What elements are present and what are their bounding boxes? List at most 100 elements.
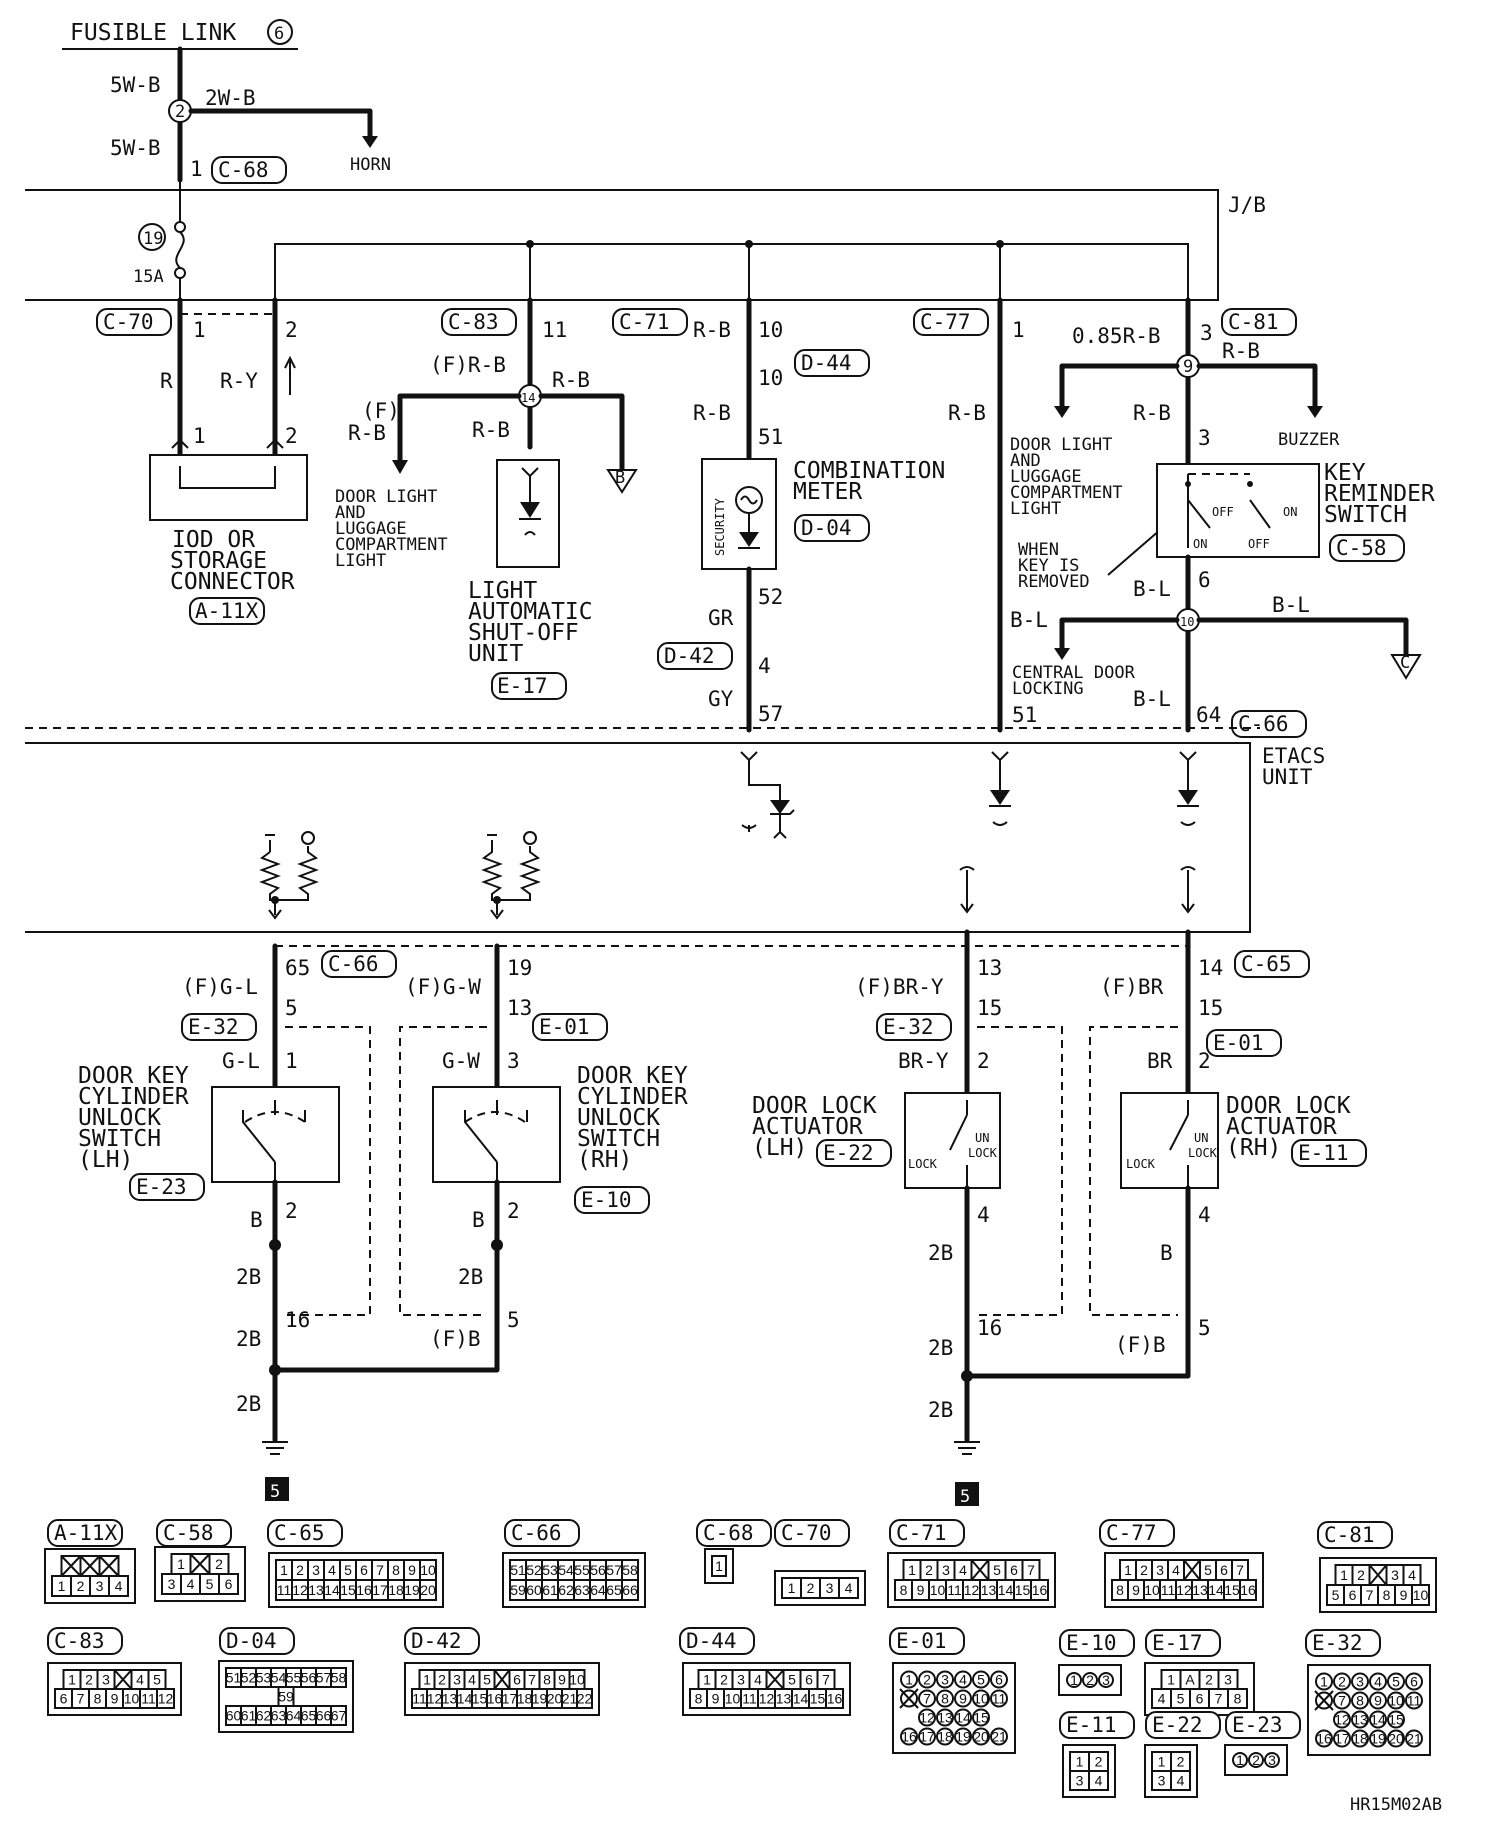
note-label: REMOVED (1018, 572, 1090, 592)
key-marker (113, 1669, 133, 1690)
pin-number: 51 (1012, 703, 1037, 727)
terminal-icon (991, 751, 1009, 762)
pin-label: 55 (574, 1562, 590, 1578)
pin-label: 15 (973, 1710, 989, 1726)
pin-label: 13 (1192, 1582, 1208, 1598)
pin-cavity (954, 1689, 972, 1708)
wire-label: R (160, 369, 173, 393)
connector-tag (876, 1013, 952, 1041)
connector-id: E-10 (581, 1188, 632, 1212)
pin-cavity (419, 1579, 437, 1601)
component-label: DOOR KEY (577, 1063, 688, 1089)
pin-label: 7 (528, 1672, 536, 1688)
wire-label: B-L (1272, 593, 1310, 617)
pin-number: 1 (193, 424, 206, 448)
switch-link (464, 1111, 526, 1123)
pin-label: 62 (256, 1708, 272, 1724)
pin-label: 58 (622, 1562, 638, 1578)
pin-label: 16 (1240, 1582, 1256, 1598)
pin-label: 3 (826, 1580, 834, 1596)
wire-label: (F)G-W (405, 975, 481, 999)
connector-tag (1329, 534, 1405, 562)
pin-number: 52 (758, 585, 783, 609)
component-label: LIGHT (335, 551, 386, 571)
connector-tag (491, 672, 567, 700)
pin-label: 2 (720, 1672, 728, 1688)
wire-label: 5W-B (110, 73, 161, 97)
pin-label: 10 (725, 1691, 741, 1707)
pin-cavity (1227, 1688, 1248, 1709)
pin-label: 3 (737, 1672, 745, 1688)
wire-label: 2W-B (205, 86, 256, 110)
connector-face-label: E-01 (896, 1629, 947, 1653)
pin-label: 11 (1161, 1582, 1176, 1598)
component-label: LUGGAGE (335, 519, 407, 539)
pin-number: 1 (193, 318, 206, 342)
pin-label: 14 (1208, 1582, 1224, 1598)
pin-cavity (1030, 1579, 1049, 1601)
pin-label: 4 (959, 1562, 967, 1578)
pin-label: 1 (1320, 1674, 1328, 1690)
door-light-etacs-circuit: C-77 1 R-B DOOR LIGHT AND LUGGAGE COMPAR… (913, 297, 1161, 733)
off-page-label: B (615, 468, 625, 488)
pin-label: A (1185, 1672, 1195, 1688)
pin-label: 7 (923, 1691, 931, 1707)
pin-label: 9 (1400, 1587, 1408, 1603)
terminal-icon (1179, 751, 1197, 762)
pin-label: 5 (344, 1562, 352, 1578)
pin-number: 6 (1198, 568, 1211, 592)
component-label: UNIT (468, 641, 524, 667)
connector-tag (211, 156, 287, 184)
component-label: CYLINDER (78, 1084, 189, 1110)
door-lock-actuator-lh-circuit: 13 (F)BR-Y 15 E-32 BR-Y 2 UN LOCK LOCK D… (752, 929, 1191, 1507)
pin-cavity (972, 1670, 990, 1689)
pin-label: 2 (1177, 1754, 1185, 1770)
wire-to-door-light (397, 393, 522, 468)
wire-label: 2B (928, 1241, 953, 1265)
pin-cavity (330, 1705, 347, 1726)
wire-label: (F)R-B (430, 353, 506, 377)
connector-face-label: E-23 (1232, 1713, 1283, 1737)
pin-cavity (1411, 1584, 1430, 1606)
switch-position: ON (1283, 505, 1297, 519)
pin-label: 7 (1366, 1587, 1374, 1603)
pin-label: 9 (111, 1691, 119, 1707)
pin-label: 8 (941, 1691, 949, 1707)
connector-face-label: E-10 (1066, 1631, 1117, 1655)
pin-label: 1 (1124, 1562, 1132, 1578)
wire-label: 0.85R-B (1072, 324, 1161, 348)
pin-label: 3 (941, 1672, 949, 1688)
switch-position: UN (975, 1131, 989, 1145)
wire-label: 2B (928, 1398, 953, 1422)
pin-label: 8 (695, 1691, 703, 1707)
pin-label: 14 (998, 1582, 1014, 1598)
pin-label: 5 (788, 1672, 796, 1688)
component-label: AND (1010, 451, 1041, 471)
wire-to-door-light (1059, 363, 1180, 413)
pin-label: 4 (1095, 1773, 1103, 1789)
horn-label: HORN (350, 155, 391, 175)
pin-label: 1 (715, 1558, 723, 1574)
pin-label: 11 (742, 1691, 757, 1707)
terminal-icon (740, 751, 758, 762)
pin-label: 13 (981, 1582, 997, 1598)
component-label: CYLINDER (577, 1084, 688, 1110)
pin-cavity (1405, 1729, 1423, 1748)
key-marker (1314, 1690, 1334, 1711)
pin-cavity (990, 1670, 1008, 1689)
connector-tag (404, 1627, 480, 1655)
wire-label: B-L (1133, 687, 1171, 711)
connector-id: D-04 (801, 516, 852, 540)
wire-label: 2B (236, 1392, 261, 1416)
pin-number: 5 (1198, 1316, 1211, 1340)
pin-number: 13 (507, 996, 532, 1020)
pin-cavity (990, 1689, 1008, 1708)
pin-cavity (972, 1689, 990, 1708)
pin-label: 7 (376, 1562, 384, 1578)
break-icon (524, 531, 536, 536)
wire-label: R-B (552, 368, 590, 392)
pin-cavity (1232, 1752, 1248, 1768)
connector-face-label: C-83 (54, 1629, 105, 1653)
pin-label: 5 (206, 1576, 214, 1592)
fuse-number: 19 (143, 229, 163, 249)
